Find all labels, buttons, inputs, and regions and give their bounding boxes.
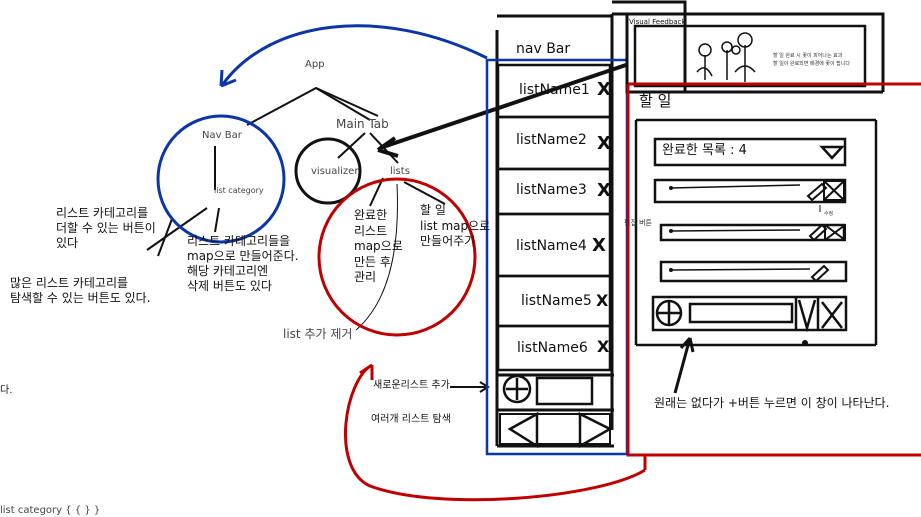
edit-small-note: 수정 — [824, 211, 834, 217]
note-nav-explore: 많은 리스트 카테고리를 탐색할 수 있는 버튼도 있다. — [10, 276, 151, 305]
nav-item-close-2[interactable]: X — [597, 133, 611, 154]
nav-item-close-6[interactable]: X — [597, 337, 610, 356]
tree-lists: lists — [390, 166, 410, 177]
nav-bar-highlight-rect — [485, 58, 629, 456]
todo-title: 할 일 — [639, 92, 672, 110]
note-cut-left: 다. — [0, 385, 13, 396]
tree-nav-bar: Nav Bar — [202, 130, 242, 141]
nav-prev-icon — [507, 411, 539, 449]
note-nav-add-button: 리스트 카테고리를 더할 수 있는 버튼이 있다 — [56, 206, 156, 250]
visual-feedback-text-1: 할 일 완료 시 꽃이 피어나는 효과 — [773, 53, 843, 59]
note-multi-list-explore: 여러개 리스트 탐색 — [371, 414, 451, 425]
tree-visualizer: visualizer — [311, 166, 359, 177]
todo-red-frame — [626, 82, 921, 457]
nav-bar-title: nav Bar — [516, 41, 571, 57]
pencil-icon — [806, 182, 828, 202]
nav-item-close-1[interactable]: X — [597, 79, 611, 100]
completed-label[interactable]: 완료한 목록 : 4 — [662, 143, 747, 158]
visual-feedback-title: Visual Feedback — [629, 18, 686, 26]
todo-add-row — [651, 295, 848, 333]
chevron-down-icon — [819, 145, 845, 160]
note-completed: 완료한 리스트 map으로 만든 후 관리 — [354, 208, 403, 285]
flower-doodle — [696, 32, 756, 82]
note-nav-map: 리스트 카테고리들을 map으로 만들어준다. 해당 카테고리엔 삭제 버튼도 … — [187, 234, 299, 293]
nav-item-label-2[interactable]: listName2 — [516, 132, 587, 148]
nav-item-label-1[interactable]: listName1 — [519, 82, 590, 98]
nav-add-icon — [502, 374, 532, 404]
tree-app: App — [305, 59, 325, 70]
nav-item-label-3[interactable]: listName3 — [516, 182, 587, 198]
nav-bar-highlight-circle — [156, 114, 286, 244]
note-todo: 할 일 list map으로 만들어주기 — [420, 203, 491, 249]
completed-dropdown — [653, 137, 847, 167]
lists-highlight-circle — [317, 177, 477, 337]
black-arrow — [379, 63, 627, 150]
red-loop-arrow — [344, 363, 646, 502]
nav-next-icon — [578, 411, 613, 449]
nav-item-close-3[interactable]: X — [597, 180, 611, 201]
nav-item-close-5[interactable]: X — [596, 291, 609, 310]
note-list-add-remove: list 추가 제거 — [283, 327, 353, 341]
nav-item-label-6[interactable]: listName6 — [517, 340, 588, 356]
edit-side-note: 편집 버튼 — [624, 219, 652, 227]
nav-item-label-4[interactable]: listName4 — [516, 238, 587, 254]
blue-arrow — [221, 24, 488, 85]
nav-item-close-4[interactable]: X — [592, 235, 606, 256]
arrow-to-add-row — [673, 337, 692, 394]
tree-main-tab: Main Tab — [336, 117, 389, 131]
note-cut-bottom: list category { { } } — [0, 505, 101, 516]
visual-feedback-text-2: 할 일이 완료되면 배경에 꽃이 핍니다 — [773, 61, 850, 67]
visualizer-circle — [294, 137, 362, 205]
note-new-list-add: 새로운리스트 추가 — [373, 380, 450, 391]
tree-list-category: list category — [214, 186, 264, 195]
todo-window — [634, 118, 878, 347]
todo-bottom-note: 원래는 없다가 +버튼 누르면 이 창이 나타난다. — [654, 396, 890, 410]
nav-item-label-5[interactable]: listName5 — [521, 293, 592, 309]
